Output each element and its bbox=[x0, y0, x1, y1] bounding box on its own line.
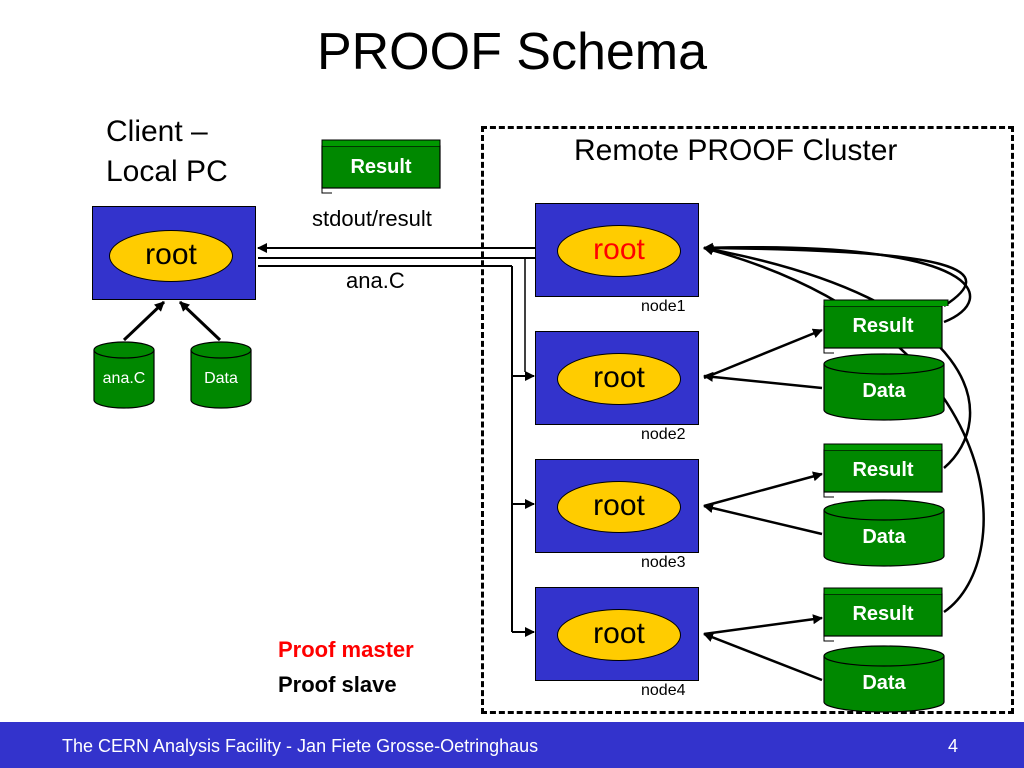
node4-root-ellipse: root bbox=[557, 609, 681, 661]
page-number: 4 bbox=[948, 736, 959, 756]
slave2-result-scroll-icon bbox=[823, 443, 943, 498]
client-file-data: Data bbox=[204, 370, 238, 387]
transfer-result-label: Result bbox=[350, 156, 412, 178]
node3-root-ellipse: root bbox=[557, 481, 681, 533]
curve-result1 bbox=[703, 242, 972, 324]
slave3-result-scroll-icon bbox=[823, 587, 943, 642]
client-node: root bbox=[92, 206, 256, 300]
anac-cylinder-icon bbox=[93, 341, 155, 409]
node2-label: node2 bbox=[641, 426, 686, 443]
transfer-result-scroll-icon bbox=[321, 139, 441, 194]
client-file-anac: ana.C bbox=[102, 370, 146, 387]
node3-box: root bbox=[535, 459, 699, 553]
node3-to-result bbox=[703, 471, 823, 508]
slave1-data-cylinder-icon bbox=[823, 353, 945, 421]
slave3-result-label: Result bbox=[852, 603, 914, 625]
legend-master: Proof master bbox=[278, 637, 414, 662]
remote-cluster-box bbox=[481, 126, 1014, 714]
anac-to-root bbox=[122, 300, 166, 342]
node1-label: node1 bbox=[641, 298, 686, 315]
node1-root-ellipse: root bbox=[557, 225, 681, 277]
cluster-label: Remote PROOF Cluster bbox=[574, 134, 898, 167]
node1-box: root bbox=[535, 203, 699, 297]
slave2-data-cylinder-icon bbox=[823, 499, 945, 567]
slave2-result-label: Result bbox=[852, 459, 914, 481]
slave1-data-label: Data bbox=[862, 380, 906, 402]
node2-root-ellipse: root bbox=[557, 353, 681, 405]
curve-master-result bbox=[703, 246, 968, 308]
footer-bar: The CERN Analysis Facility - Jan Fiete G… bbox=[0, 722, 1024, 768]
curve-result2 bbox=[703, 244, 972, 469]
node3-label: node3 bbox=[641, 554, 686, 571]
client-root-ellipse: root bbox=[109, 230, 233, 282]
slave3-data-cylinder-icon bbox=[823, 645, 945, 713]
data-cylinder-icon bbox=[190, 341, 252, 409]
page-title: PROOF Schema bbox=[316, 23, 708, 81]
node2-to-result bbox=[703, 328, 823, 380]
legend-slave: Proof slave bbox=[278, 672, 397, 697]
client-label-line2: Local PC bbox=[106, 155, 228, 188]
data-to-node2 bbox=[703, 371, 823, 390]
client-label: Client – Local PC bbox=[106, 112, 228, 192]
master-result-label: Result bbox=[852, 315, 914, 337]
node4-label: node4 bbox=[641, 682, 686, 699]
node4-to-result bbox=[703, 614, 823, 636]
slave3-data-label: Data bbox=[862, 672, 906, 694]
stdout-result-label: stdout/result bbox=[312, 206, 432, 231]
curve-result3 bbox=[703, 245, 985, 614]
data-to-node4 bbox=[703, 632, 823, 682]
node2-box: root bbox=[535, 331, 699, 425]
ana-c-label: ana.C bbox=[346, 268, 405, 293]
client-label-line1: Client – bbox=[106, 115, 208, 148]
data-to-node3 bbox=[703, 503, 823, 536]
data-to-root bbox=[178, 300, 222, 342]
node4-box: root bbox=[535, 587, 699, 681]
master-result-scroll-icon bbox=[823, 299, 949, 354]
slave2-data-label: Data bbox=[862, 526, 906, 548]
footer-text: The CERN Analysis Facility - Jan Fiete G… bbox=[62, 736, 539, 756]
